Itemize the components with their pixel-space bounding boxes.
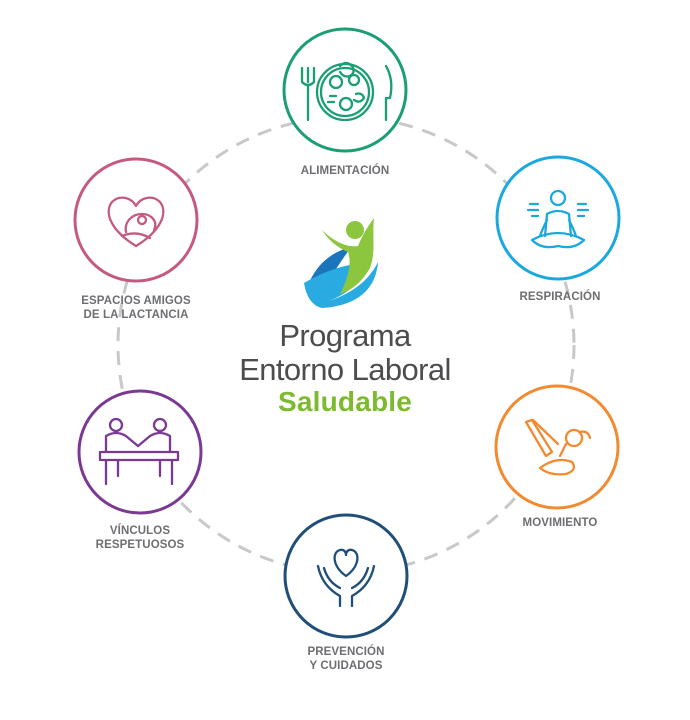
node-movimiento	[494, 384, 620, 510]
label-line: ALIMENTACIÓN	[300, 165, 390, 177]
breastfeeding-heart-icon	[107, 196, 165, 248]
label-line: VÍNCULOS	[109, 525, 171, 537]
title-line-2: Entorno Laboral	[239, 352, 451, 387]
program-logo	[304, 218, 378, 308]
label-line: RESPIRACIÓN	[519, 291, 601, 303]
logo-green-figure-head	[346, 221, 364, 239]
meditating-person-icon	[526, 189, 590, 249]
label-movimiento: MOVIMIENTO	[470, 516, 650, 530]
title-line-1: Programa	[279, 318, 411, 353]
hands-heart-icon	[316, 548, 376, 608]
dashed-ring	[116, 115, 576, 575]
yoga-pose-icon	[524, 418, 592, 476]
label-line: MOVIMIENTO	[522, 517, 598, 529]
label-line: DE LA LACTANCIA	[83, 309, 189, 321]
label-alimentacion: ALIMENTACIÓN	[245, 164, 445, 178]
label-line: Y CUIDADOS	[309, 660, 383, 672]
label-line: RESPETUOSOS	[95, 539, 185, 551]
node-alimentacion	[282, 27, 408, 153]
label-prevencion: PREVENCIÓN Y CUIDADOS	[256, 645, 436, 673]
plate-fork-knife-icon	[300, 61, 393, 122]
logo-green-figure-body	[322, 218, 374, 294]
node-prevencion	[283, 513, 409, 639]
label-lactancia: ESPACIOS AMIGOS DE LA LACTANCIA	[36, 294, 236, 322]
label-line: PREVENCIÓN	[307, 646, 385, 658]
label-vinculos: VÍNCULOS RESPETUOSOS	[50, 524, 230, 552]
handshake-desk-icon	[98, 417, 180, 486]
label-respiracion: RESPIRACIÓN	[470, 290, 650, 304]
node-lactancia	[73, 157, 199, 283]
node-respiracion	[495, 155, 621, 281]
title-line-3: Saludable	[277, 386, 413, 417]
node-vinculos	[77, 389, 203, 515]
label-line: ESPACIOS AMIGOS	[81, 295, 191, 307]
